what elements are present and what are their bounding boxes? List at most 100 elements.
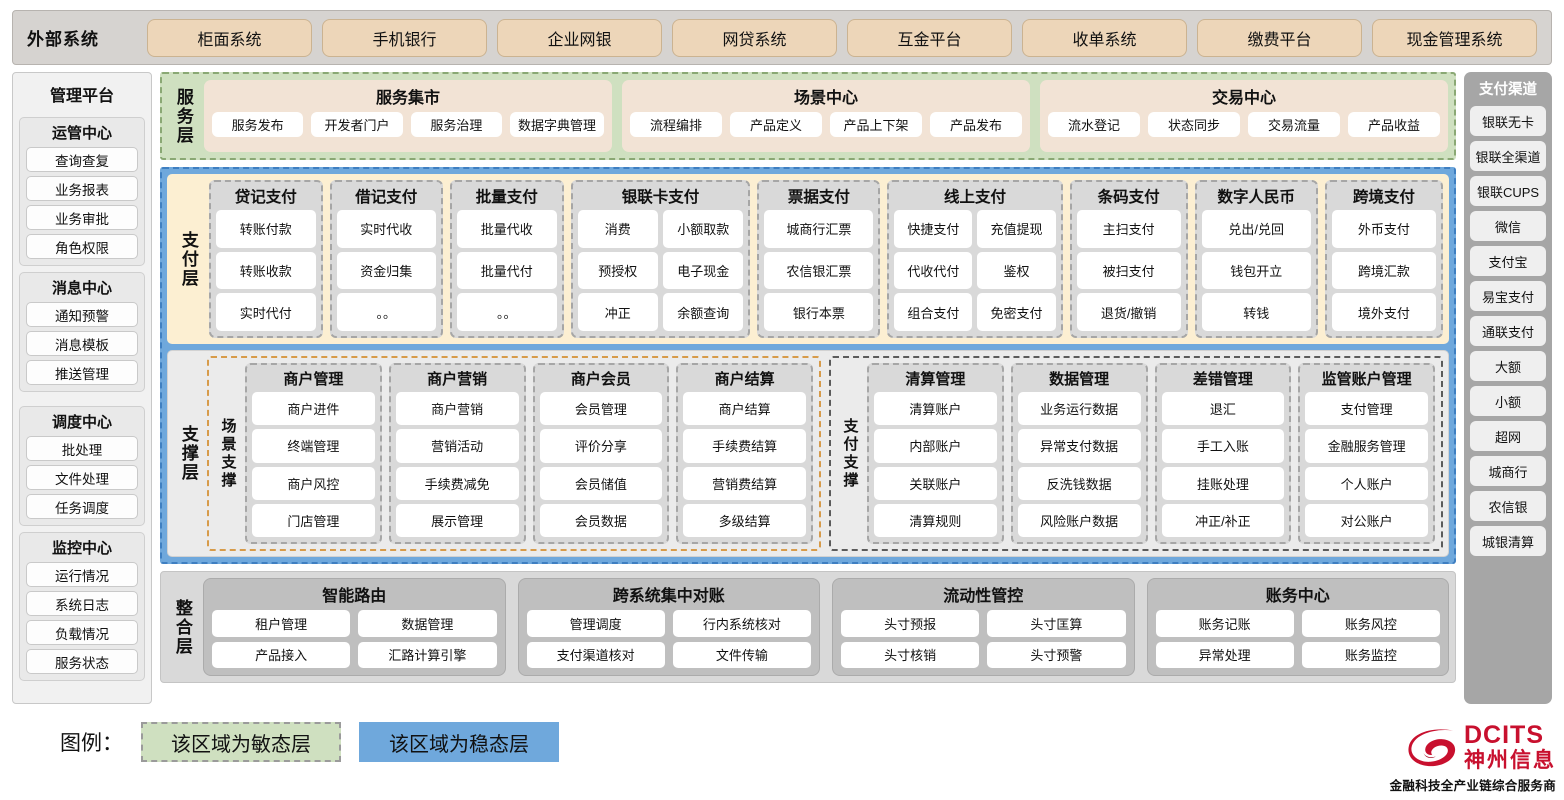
external-system-item[interactable]: 柜面系统 bbox=[147, 18, 312, 57]
payment-item[interactable]: 免密支付 bbox=[977, 293, 1056, 332]
payment-item[interactable]: 鉴权 bbox=[977, 251, 1056, 290]
support-item[interactable]: 评价分享 bbox=[539, 429, 663, 463]
support-item[interactable]: 金融服务管理 bbox=[1305, 429, 1428, 463]
integration-item[interactable]: 行内系统核对 bbox=[672, 610, 811, 637]
support-item[interactable]: 挂账处理 bbox=[1161, 466, 1285, 500]
payment-item[interactable]: 转账收款 bbox=[216, 251, 316, 290]
admin-menu-item[interactable]: 服务状态 bbox=[26, 649, 138, 674]
payment-item[interactable]: 退货/撤销 bbox=[1076, 293, 1181, 332]
support-item[interactable]: 退汇 bbox=[1161, 392, 1285, 426]
support-item[interactable]: 商户结算 bbox=[683, 392, 806, 426]
integration-item[interactable]: 汇路计算引擎 bbox=[358, 641, 497, 668]
support-item[interactable]: 关联账户 bbox=[874, 466, 997, 500]
external-system-item[interactable]: 缴费平台 bbox=[1197, 18, 1362, 57]
payment-item[interactable]: 批量代收 bbox=[457, 210, 557, 248]
support-item[interactable]: 支付管理 bbox=[1305, 392, 1428, 426]
admin-menu-item[interactable]: 批处理 bbox=[26, 436, 138, 461]
service-item[interactable]: 交易流量 bbox=[1248, 112, 1340, 137]
payment-item[interactable]: 批量代付 bbox=[457, 251, 557, 290]
admin-menu-item[interactable]: 负载情况 bbox=[26, 620, 138, 645]
support-item[interactable]: 终端管理 bbox=[252, 429, 375, 463]
support-item[interactable]: 反洗钱数据 bbox=[1017, 466, 1141, 500]
payment-item[interactable]: 资金归集 bbox=[336, 251, 437, 290]
payment-item[interactable]: 银行本票 bbox=[764, 293, 874, 332]
support-item[interactable]: 商户进件 bbox=[252, 392, 375, 426]
service-item[interactable]: 流程编排 bbox=[630, 112, 722, 137]
support-item[interactable]: 营销费结算 bbox=[683, 466, 806, 500]
admin-menu-item[interactable]: 文件处理 bbox=[26, 465, 138, 490]
support-item[interactable]: 业务运行数据 bbox=[1017, 392, 1141, 426]
payment-item[interactable]: 组合支付 bbox=[894, 293, 973, 332]
service-item[interactable]: 数据字典管理 bbox=[509, 112, 604, 137]
payment-item[interactable]: 。。 bbox=[457, 293, 557, 332]
support-item[interactable]: 手续费结算 bbox=[683, 429, 806, 463]
service-item[interactable]: 服务治理 bbox=[410, 112, 502, 137]
integration-item[interactable]: 头寸预警 bbox=[987, 641, 1126, 668]
payment-item[interactable]: 预授权 bbox=[577, 251, 658, 290]
support-item[interactable]: 展示管理 bbox=[395, 503, 519, 537]
payment-item[interactable]: 转钱 bbox=[1201, 293, 1311, 332]
external-system-item[interactable]: 互金平台 bbox=[847, 18, 1012, 57]
integration-item[interactable]: 管理调度 bbox=[526, 610, 665, 637]
service-item[interactable]: 产品发布 bbox=[930, 112, 1022, 137]
admin-menu-item[interactable]: 任务调度 bbox=[26, 494, 138, 519]
payment-item[interactable]: 冲正 bbox=[577, 293, 658, 332]
integration-item[interactable]: 异常处理 bbox=[1155, 641, 1294, 668]
external-system-item[interactable]: 网贷系统 bbox=[672, 18, 837, 57]
integration-item[interactable]: 数据管理 bbox=[358, 610, 497, 637]
support-item[interactable]: 内部账户 bbox=[874, 429, 997, 463]
channel-item[interactable]: 城银清算 bbox=[1470, 526, 1546, 556]
integration-item[interactable]: 头寸预报 bbox=[841, 610, 980, 637]
support-item[interactable]: 营销活动 bbox=[395, 429, 519, 463]
external-system-item[interactable]: 企业网银 bbox=[497, 18, 662, 57]
service-item[interactable]: 状态同步 bbox=[1148, 112, 1240, 137]
support-item[interactable]: 清算规则 bbox=[874, 503, 997, 537]
payment-item[interactable]: 兑出/兑回 bbox=[1201, 210, 1311, 248]
channel-item[interactable]: 小额 bbox=[1470, 386, 1546, 416]
payment-item[interactable]: 。。 bbox=[336, 293, 437, 332]
payment-item[interactable]: 实时代付 bbox=[216, 293, 316, 332]
integration-item[interactable]: 租户管理 bbox=[212, 610, 351, 637]
service-item[interactable]: 开发者门户 bbox=[311, 112, 403, 137]
support-item[interactable]: 清算账户 bbox=[874, 392, 997, 426]
support-item[interactable]: 手工入账 bbox=[1161, 429, 1285, 463]
support-item[interactable]: 会员管理 bbox=[539, 392, 663, 426]
channel-item[interactable]: 农信银 bbox=[1470, 491, 1546, 521]
service-item[interactable]: 产品收益 bbox=[1348, 112, 1440, 137]
support-item[interactable]: 手续费减免 bbox=[395, 466, 519, 500]
payment-item[interactable]: 充值提现 bbox=[977, 210, 1056, 248]
channel-item[interactable]: 超网 bbox=[1470, 421, 1546, 451]
payment-item[interactable]: 被扫支付 bbox=[1076, 251, 1181, 290]
integration-item[interactable]: 支付渠道核对 bbox=[526, 641, 665, 668]
channel-item[interactable]: 支付宝 bbox=[1470, 246, 1546, 276]
admin-menu-item[interactable]: 消息模板 bbox=[26, 331, 138, 356]
service-item[interactable]: 服务发布 bbox=[212, 112, 304, 137]
integration-item[interactable]: 头寸匡算 bbox=[987, 610, 1126, 637]
channel-item[interactable]: 大额 bbox=[1470, 351, 1546, 381]
integration-item[interactable]: 账务监控 bbox=[1301, 641, 1440, 668]
payment-item[interactable]: 转账付款 bbox=[216, 210, 316, 248]
admin-menu-item[interactable]: 运行情况 bbox=[26, 562, 138, 587]
admin-menu-item[interactable]: 通知预警 bbox=[26, 302, 138, 327]
support-item[interactable]: 会员储值 bbox=[539, 466, 663, 500]
admin-menu-item[interactable]: 系统日志 bbox=[26, 591, 138, 616]
admin-menu-item[interactable]: 业务审批 bbox=[26, 205, 138, 230]
support-item[interactable]: 风险账户数据 bbox=[1017, 503, 1141, 537]
admin-menu-item[interactable]: 推送管理 bbox=[26, 360, 138, 385]
payment-item[interactable]: 农信银汇票 bbox=[764, 251, 874, 290]
service-item[interactable]: 产品上下架 bbox=[830, 112, 922, 137]
admin-menu-item[interactable]: 业务报表 bbox=[26, 176, 138, 201]
payment-item[interactable]: 外币支付 bbox=[1331, 210, 1436, 248]
channel-item[interactable]: 银联CUPS bbox=[1470, 176, 1546, 206]
payment-item[interactable]: 城商行汇票 bbox=[764, 210, 874, 248]
support-item[interactable]: 商户营销 bbox=[395, 392, 519, 426]
service-item[interactable]: 流水登记 bbox=[1048, 112, 1140, 137]
external-system-item[interactable]: 收单系统 bbox=[1022, 18, 1187, 57]
support-item[interactable]: 对公账户 bbox=[1305, 503, 1428, 537]
external-system-item[interactable]: 手机银行 bbox=[322, 18, 487, 57]
admin-menu-item[interactable]: 查询查复 bbox=[26, 147, 138, 172]
payment-item[interactable]: 快捷支付 bbox=[894, 210, 973, 248]
external-system-item[interactable]: 现金管理系统 bbox=[1372, 18, 1537, 57]
channel-item[interactable]: 银联全渠道 bbox=[1470, 141, 1546, 171]
support-item[interactable]: 门店管理 bbox=[252, 503, 375, 537]
